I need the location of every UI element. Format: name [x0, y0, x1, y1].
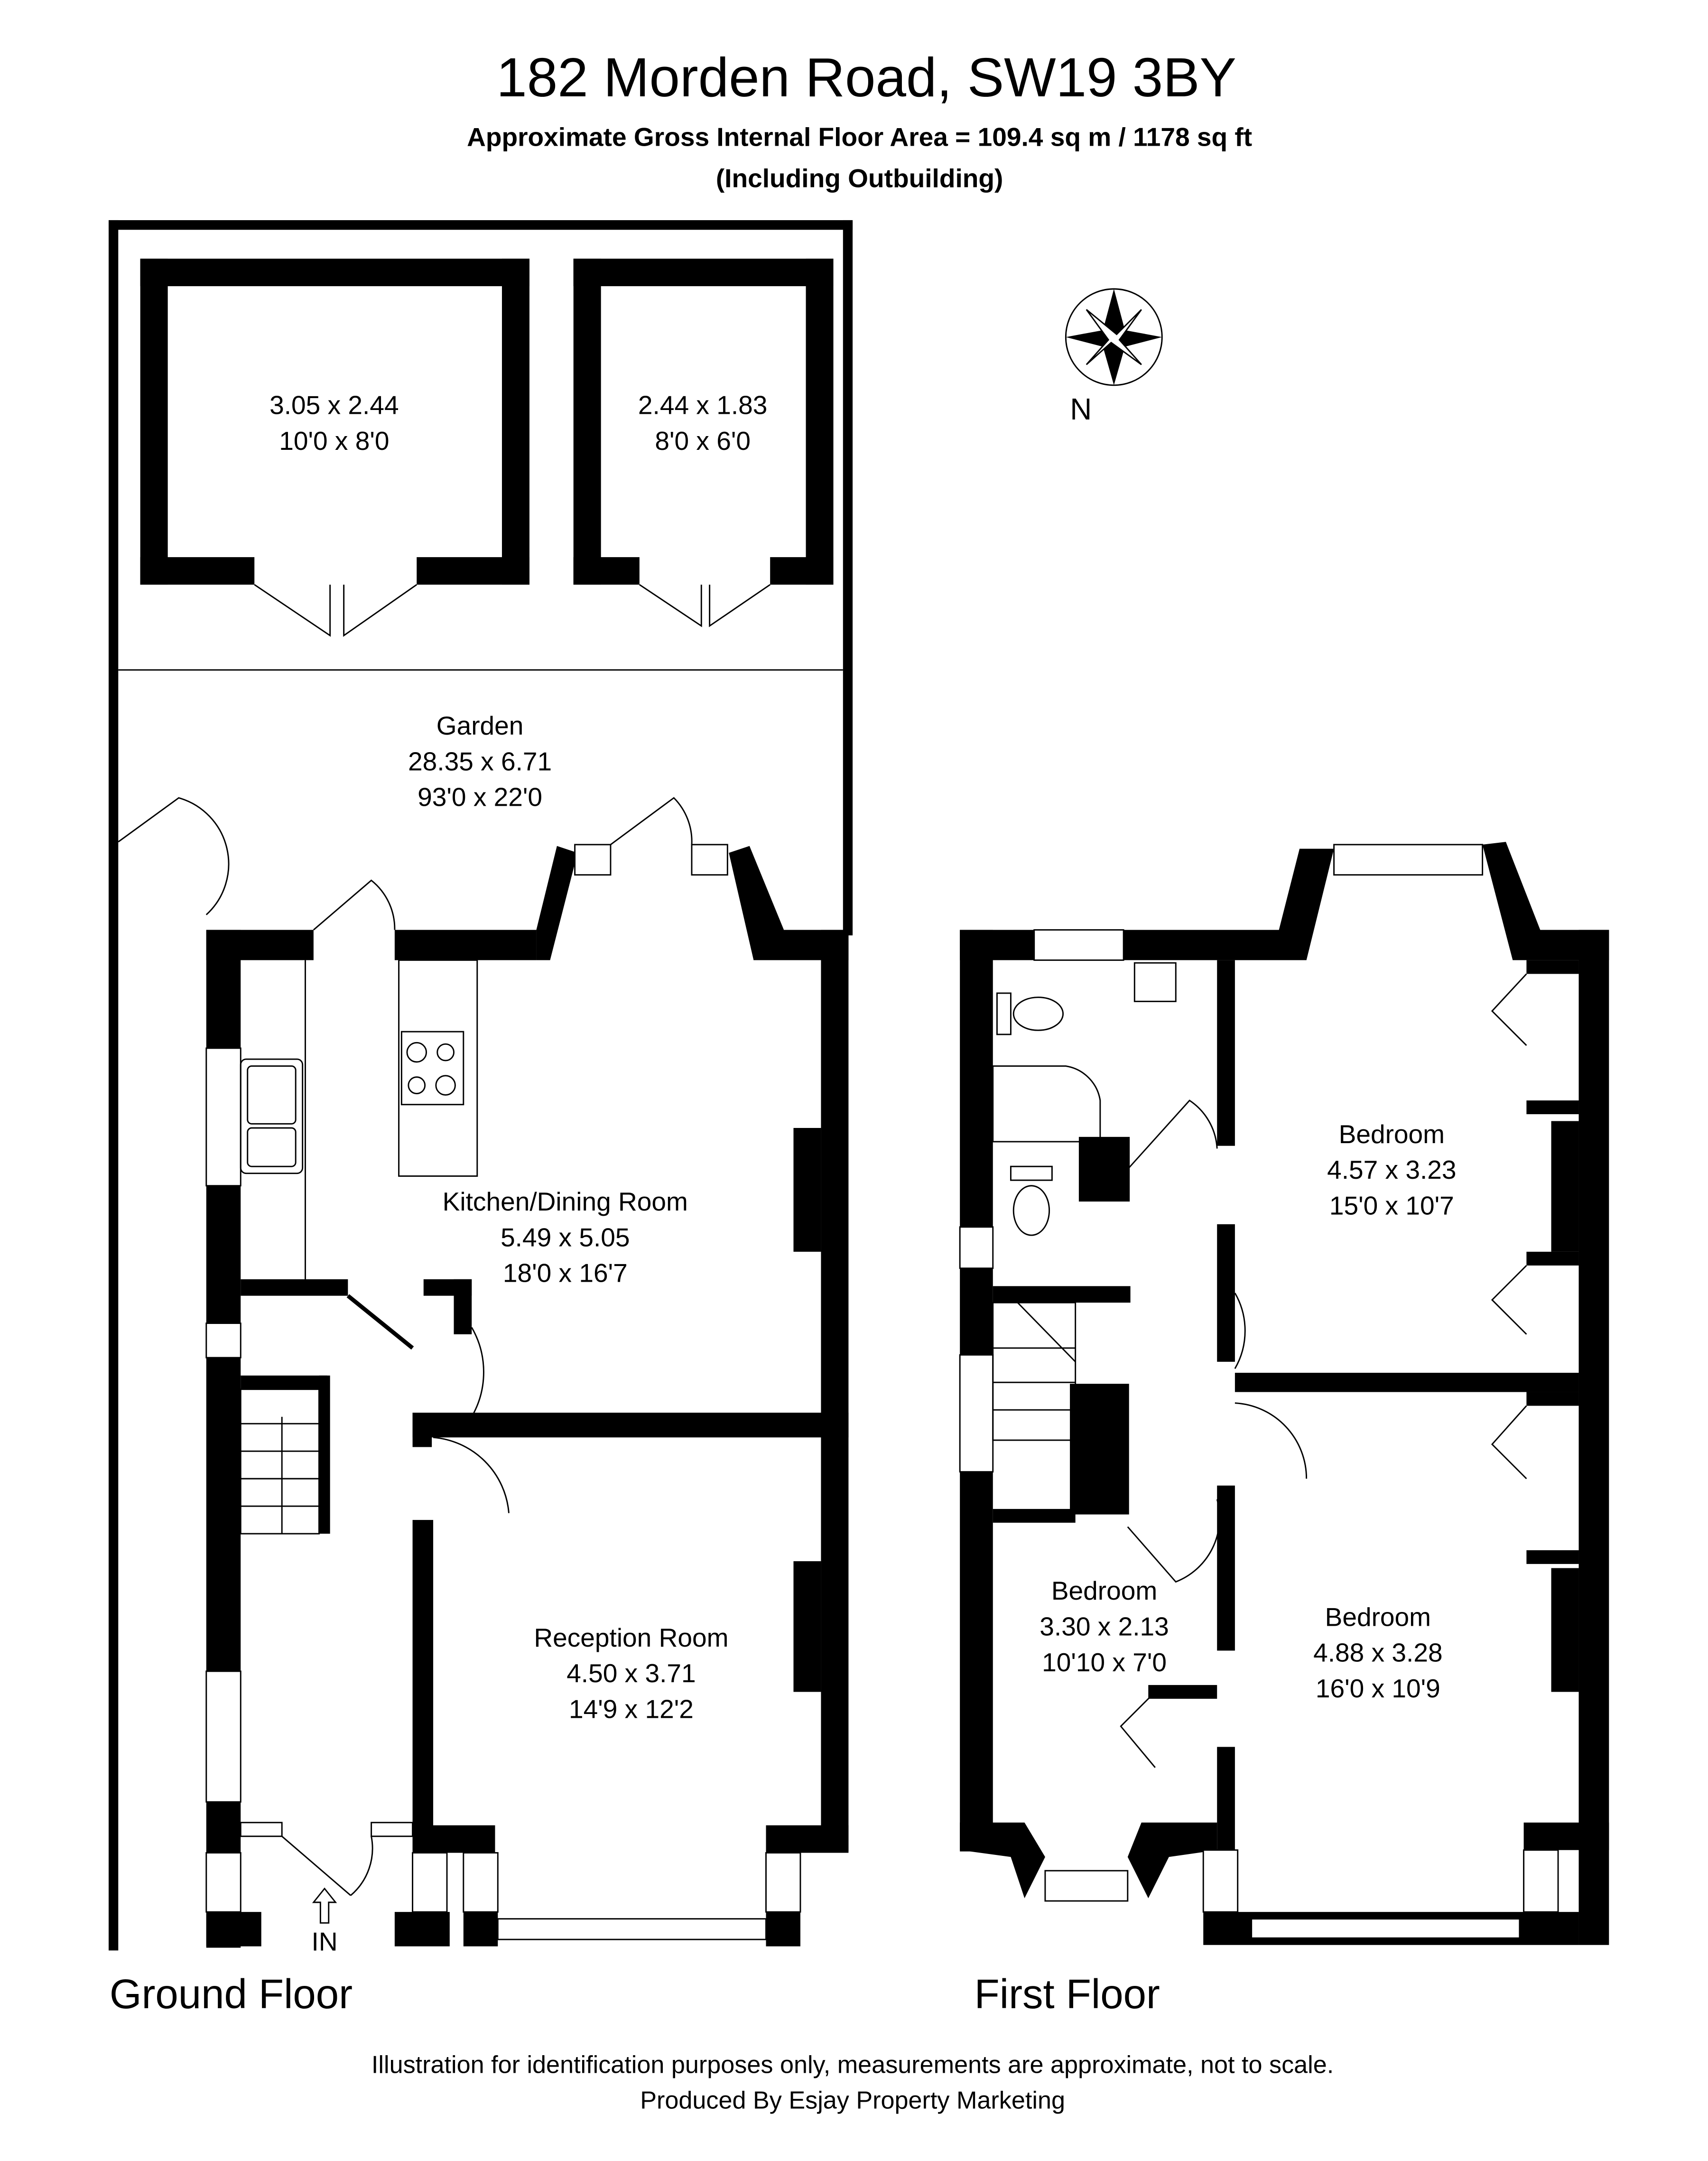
ground-floor-plan [108, 220, 853, 1951]
svg-text:Garden: Garden [436, 711, 524, 740]
room-label-shed-1: 3.05 x 2.44 10'0 x 8'0 [269, 391, 399, 456]
svg-text:Kitchen/Dining Room: Kitchen/Dining Room [443, 1187, 688, 1216]
compass-icon [1065, 288, 1163, 386]
svg-text:Reception Room: Reception Room [534, 1623, 728, 1652]
svg-text:3.05 x 2.44: 3.05 x 2.44 [269, 391, 399, 420]
svg-text:14'9 x 12'2: 14'9 x 12'2 [569, 1694, 694, 1723]
svg-text:15'0 x 10'7: 15'0 x 10'7 [1329, 1191, 1454, 1220]
svg-text:Bedroom: Bedroom [1339, 1119, 1445, 1149]
compass-north-label: N [1070, 392, 1092, 426]
svg-text:Bedroom: Bedroom [1051, 1576, 1157, 1605]
credit: Produced By Esjay Property Marketing [640, 2087, 1065, 2114]
room-label-kitchen: Kitchen/Dining Room 5.49 x 5.05 18'0 x 1… [443, 1187, 688, 1288]
room-label-garden: Garden 28.35 x 6.71 93'0 x 22'0 [408, 711, 552, 812]
svg-text:Bedroom: Bedroom [1325, 1602, 1431, 1631]
area-note: (Including Outbuilding) [716, 163, 1003, 193]
room-label-bedroom-3: Bedroom 4.88 x 3.28 16'0 x 10'9 [1313, 1602, 1442, 1703]
svg-text:93'0 x 22'0: 93'0 x 22'0 [418, 782, 542, 812]
svg-text:2.44 x 1.83: 2.44 x 1.83 [638, 391, 767, 420]
room-label-shed-2: 2.44 x 1.83 8'0 x 6'0 [638, 391, 767, 456]
entrance-label: IN [312, 1927, 338, 1956]
room-label-reception: Reception Room 4.50 x 3.71 14'9 x 12'2 [534, 1623, 728, 1724]
room-label-bedroom-2: Bedroom 3.30 x 2.13 10'10 x 7'0 [1040, 1576, 1169, 1677]
svg-text:4.88 x 3.28: 4.88 x 3.28 [1313, 1638, 1442, 1667]
svg-text:28.35 x 6.71: 28.35 x 6.71 [408, 746, 552, 776]
disclaimer: Illustration for identification purposes… [371, 2051, 1334, 2078]
svg-text:5.49 x 5.05: 5.49 x 5.05 [501, 1222, 630, 1252]
svg-text:10'0 x 8'0: 10'0 x 8'0 [279, 426, 389, 456]
svg-text:4.50 x 3.71: 4.50 x 3.71 [566, 1658, 696, 1688]
svg-text:16'0 x 10'9: 16'0 x 10'9 [1316, 1674, 1440, 1703]
room-label-bedroom-1: Bedroom 4.57 x 3.23 15'0 x 10'7 [1327, 1119, 1456, 1220]
svg-text:3.30 x 2.13: 3.30 x 2.13 [1040, 1612, 1169, 1641]
svg-text:10'10 x 7'0: 10'10 x 7'0 [1042, 1648, 1167, 1677]
svg-text:4.57 x 3.23: 4.57 x 3.23 [1327, 1155, 1456, 1184]
svg-text:8'0 x 6'0: 8'0 x 6'0 [655, 426, 751, 456]
ground-floor-label: Ground Floor [110, 1971, 353, 2017]
page-title: 182 Morden Road, SW19 3BY [496, 47, 1236, 108]
svg-text:18'0 x 16'7: 18'0 x 16'7 [503, 1258, 628, 1288]
first-floor-plan [959, 842, 1609, 1945]
floor-area: Approximate Gross Internal Floor Area = … [467, 122, 1252, 151]
first-floor-label: First Floor [975, 1971, 1160, 2017]
